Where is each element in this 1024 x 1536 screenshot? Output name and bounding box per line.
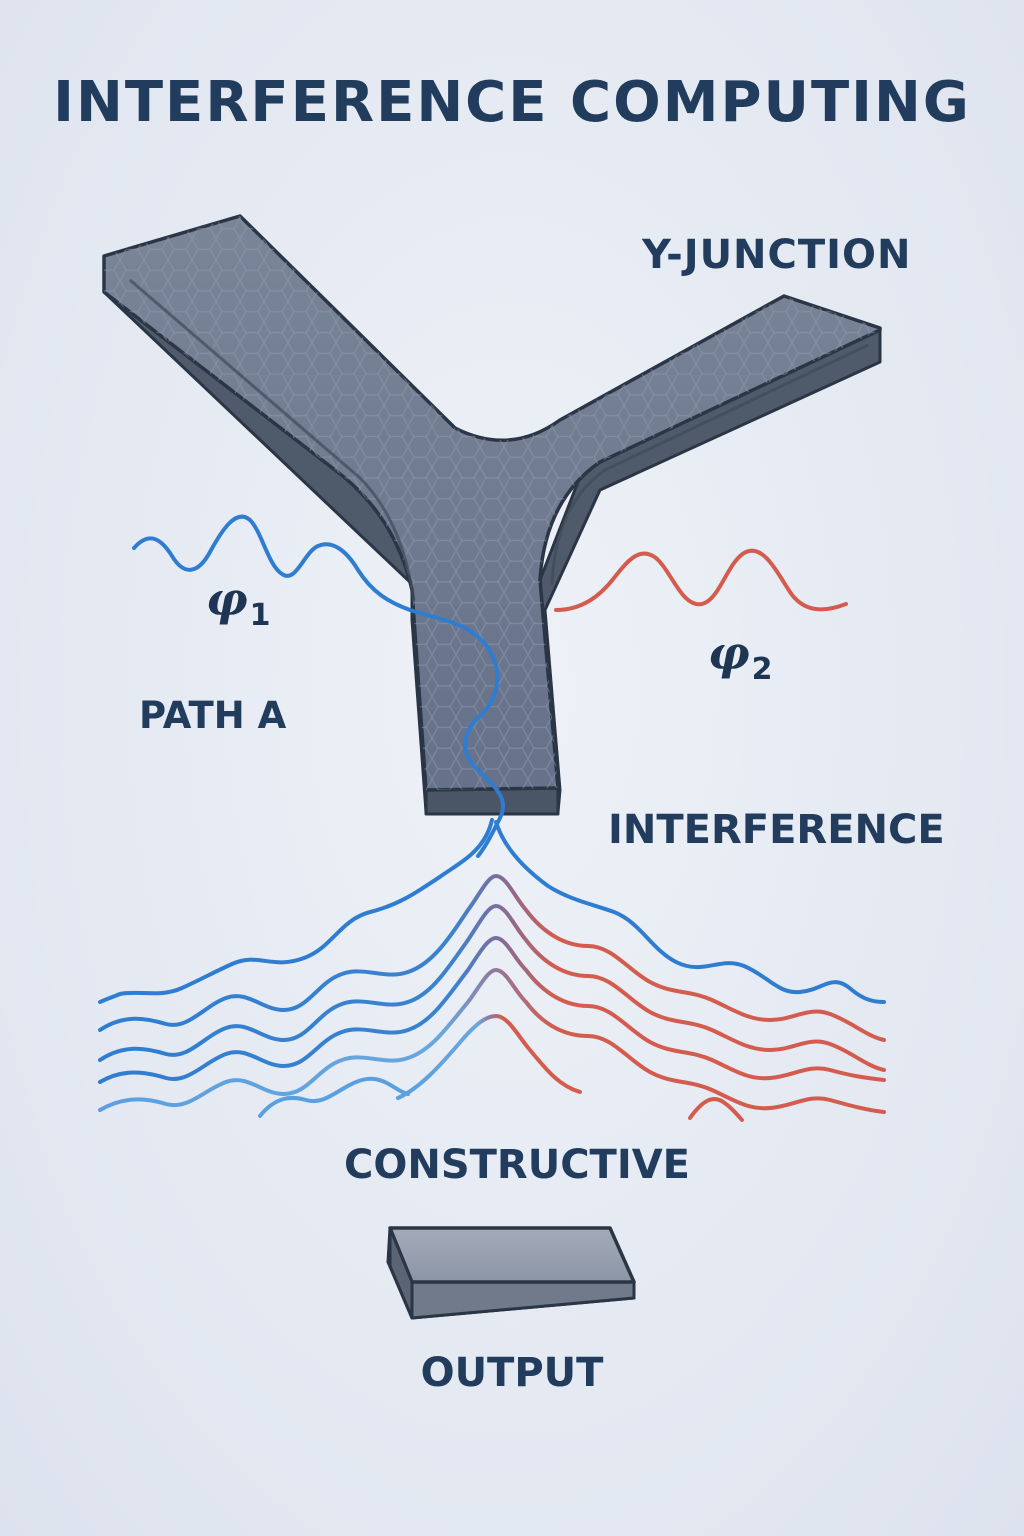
y-junction-label: Y-JUNCTION bbox=[642, 232, 912, 278]
phi-1-symbol: φ bbox=[206, 572, 248, 626]
phase-phi-2-label: φ2 bbox=[708, 626, 773, 687]
input-wave-red bbox=[554, 548, 848, 612]
interference-label: INTERFERENCE bbox=[608, 807, 945, 853]
phi-2-symbol: φ bbox=[708, 626, 750, 680]
interference-pattern bbox=[98, 818, 886, 1122]
output-block-icon bbox=[266, 1226, 766, 1320]
path-a-label: PATH A bbox=[139, 694, 287, 737]
page-title: INTERFERENCE COMPUTING bbox=[53, 70, 971, 135]
input-wave-blue bbox=[132, 514, 506, 858]
phi-1-subscript: 1 bbox=[249, 598, 271, 633]
phi-2-subscript: 2 bbox=[751, 652, 773, 687]
y-junction-waveguide-icon bbox=[102, 214, 882, 816]
phase-phi-1-label: φ1 bbox=[206, 572, 271, 633]
output-label: OUTPUT bbox=[420, 1350, 604, 1396]
constructive-label: CONSTRUCTIVE bbox=[343, 1142, 690, 1188]
